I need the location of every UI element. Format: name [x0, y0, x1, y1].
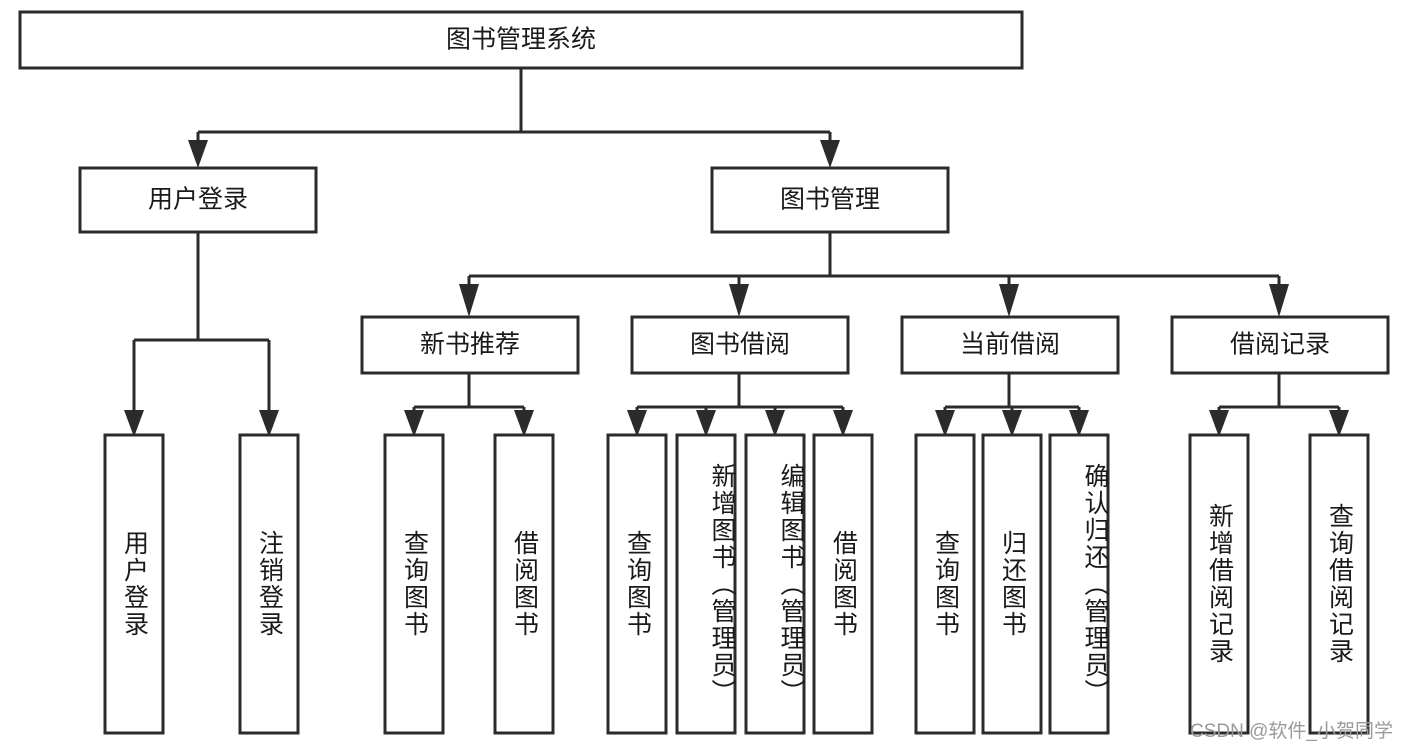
arrow-head-userlogin	[188, 140, 208, 168]
node-leaf-query-record-box[interactable]	[1308, 433, 1370, 735]
node-current-borrow-box[interactable]	[900, 315, 1120, 375]
node-root-box[interactable]	[18, 10, 1024, 70]
connector-group-root	[188, 68, 840, 168]
arrow-head-bookmanage	[820, 140, 840, 168]
node-leaf-query-book-2-box[interactable]	[606, 433, 668, 735]
node-leaf-borrow-book-1-box[interactable]	[493, 433, 555, 735]
node-leaf-add-book-box[interactable]	[675, 433, 737, 735]
node-book-borrow[interactable]: 图书借阅	[630, 315, 850, 375]
node-new-book-rec-label: 新书推荐	[420, 331, 520, 359]
node-user-login-label: 用户登录	[148, 186, 248, 214]
arrow-head-leaf-query-book-2	[627, 410, 647, 437]
node-leaf-query-book-1-box[interactable]	[383, 433, 445, 735]
node-root[interactable]: 图书管理系统	[18, 10, 1024, 70]
arrow-head-leaf-query-book-3	[935, 410, 955, 437]
arrow-head-leaf-return-book	[1002, 410, 1022, 437]
arrow-head-leaf-query-record	[1329, 410, 1349, 437]
node-user-login[interactable]: 用户登录	[78, 166, 318, 234]
node-leaf-user-login-box[interactable]	[103, 433, 165, 735]
node-leaf-edit-book-box[interactable]	[744, 433, 806, 735]
node-root-label: 图书管理系统	[446, 26, 596, 54]
arrow-head-leaf-add-book	[696, 410, 716, 437]
arrow-head-borrowrecord	[1269, 284, 1289, 317]
node-new-book-rec-box[interactable]	[360, 315, 580, 375]
connector-group-currentborrow	[935, 373, 1089, 437]
arrow-head-leaf-user-login	[124, 410, 144, 437]
arrow-head-newbook	[459, 284, 479, 317]
arrow-head-leaf-borrow-book-1	[514, 410, 534, 437]
watermark-text: CSDN @软件_小贺同学	[1190, 721, 1393, 742]
node-book-borrow-label: 图书借阅	[690, 331, 790, 359]
node-new-book-rec[interactable]: 新书推荐	[360, 315, 580, 375]
arrow-head-leaf-add-record	[1209, 410, 1229, 437]
node-leaf-logout-login-box[interactable]	[238, 433, 300, 735]
arrow-head-currentborrow	[999, 284, 1019, 317]
node-current-borrow-label: 当前借阅	[960, 331, 1060, 359]
connector-group-bookmanage	[459, 232, 1289, 317]
node-user-login-box[interactable]	[78, 166, 318, 234]
node-borrow-record-label: 借阅记录	[1230, 331, 1330, 359]
connector-group-newbookrec	[404, 373, 534, 437]
arrow-head-leaf-logout-login	[259, 410, 279, 437]
arrow-head-leaf-edit-book	[765, 410, 785, 437]
arrow-head-bookborrow	[729, 284, 749, 317]
node-leaf-borrow-book-2-box[interactable]	[812, 433, 874, 735]
node-borrow-record-box[interactable]	[1170, 315, 1390, 375]
connector-group-bookborrow	[627, 373, 853, 437]
arrow-head-leaf-query-book-1	[404, 410, 424, 437]
arrow-head-leaf-borrow-book-2	[833, 410, 853, 437]
node-current-borrow[interactable]: 当前借阅	[900, 315, 1120, 375]
node-leaf-confirm-return-box[interactable]	[1048, 433, 1110, 735]
connector-group-borrowrecord	[1209, 373, 1349, 437]
node-borrow-record[interactable]: 借阅记录	[1170, 315, 1390, 375]
node-leaf-add-record-box[interactable]	[1188, 433, 1250, 735]
node-book-manage-box[interactable]	[710, 166, 950, 234]
node-book-manage[interactable]: 图书管理	[710, 166, 950, 234]
node-book-borrow-box[interactable]	[630, 315, 850, 375]
node-book-manage-label: 图书管理	[780, 186, 880, 214]
connector-group-userlogin	[124, 232, 279, 437]
arrow-head-leaf-confirm-return	[1069, 410, 1089, 437]
node-leaf-return-book-box[interactable]	[981, 433, 1043, 735]
node-leaf-query-book-3-box[interactable]	[914, 433, 976, 735]
